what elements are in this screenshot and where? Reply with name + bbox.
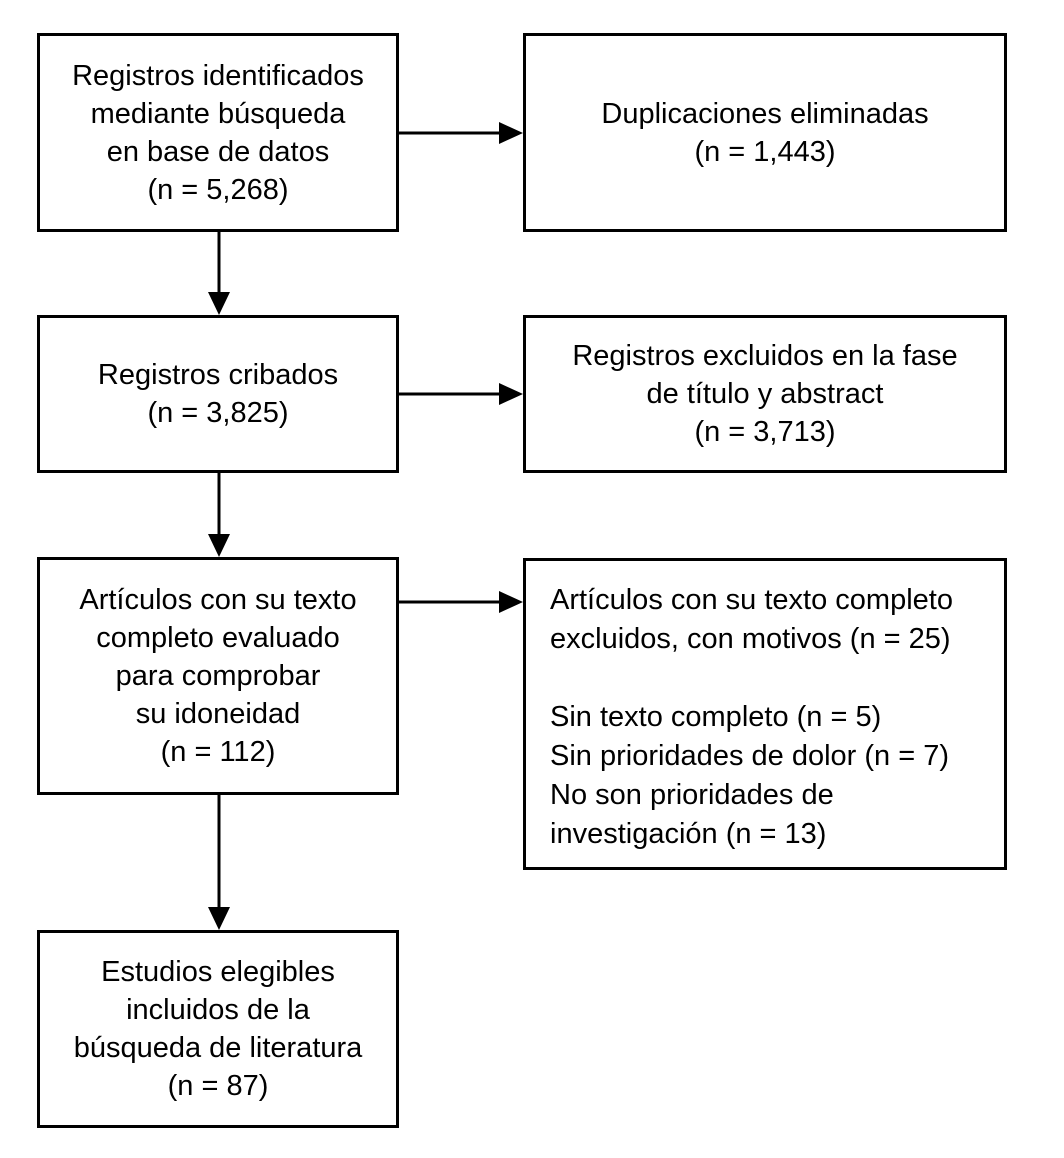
box-identified-records-text: Registros identificados mediante búsqued… — [72, 59, 364, 206]
box-studies-included-text: Estudios elegibles incluidos de la búsqu… — [73, 956, 363, 1102]
box-studies-included: Estudios elegibles incluidos de la búsqu… — [37, 930, 399, 1128]
box-excluded-title-abstract: Registros excluidos en la fase de título… — [523, 315, 1007, 473]
box-fulltext-assessed-text: Artículos con su texto completo evaluado… — [79, 584, 357, 768]
arrow-screened-to-excluded — [399, 383, 523, 405]
arrow-identified-to-screened — [208, 232, 230, 315]
box-identified-records: Registros identificados mediante búsqued… — [37, 33, 399, 232]
arrow-screened-to-fulltext — [208, 473, 230, 557]
box-excluded-title-abstract-text: Registros excluidos en la fase de título… — [572, 340, 958, 448]
arrow-fulltext-to-excluded — [399, 591, 523, 613]
arrow-identified-to-duplicates — [399, 122, 523, 144]
box-fulltext-assessed: Artículos con su texto completo evaluado… — [37, 557, 399, 795]
box-duplicates-removed: Duplicaciones eliminadas (n = 1,443) — [523, 33, 1007, 232]
box-duplicates-removed-text: Duplicaciones eliminadas (n = 1,443) — [601, 97, 929, 168]
box-fulltext-excluded: Artículos con su texto completo excluido… — [523, 558, 1007, 870]
box-fulltext-excluded-text: Artículos con su texto completo excluido… — [550, 584, 953, 850]
box-records-screened-text: Registros cribados (n = 3,825) — [97, 359, 339, 429]
box-records-screened: Registros cribados (n = 3,825) — [37, 315, 399, 473]
arrow-fulltext-to-included — [208, 795, 230, 930]
